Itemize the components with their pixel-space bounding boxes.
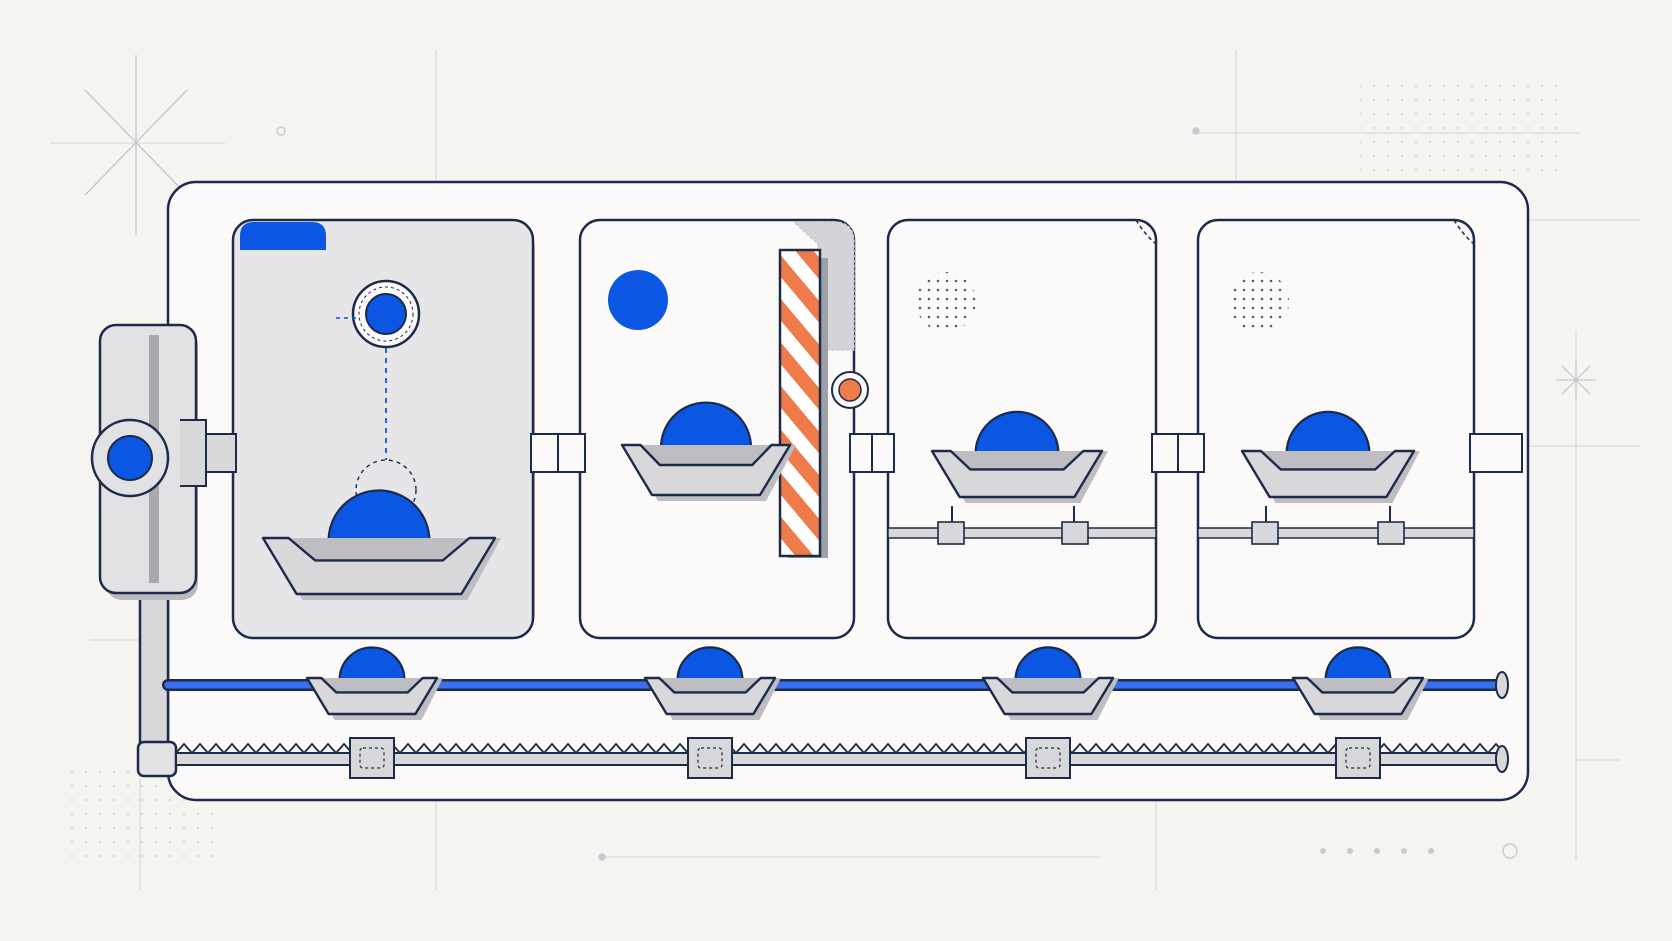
conveyor-tray-4-ball — [1324, 646, 1392, 681]
rack-carriage-4 — [1335, 737, 1381, 779]
stage-3-tray — [930, 410, 1108, 503]
stage-4-marker-dot — [1229, 272, 1289, 332]
rack-carriage-1 — [349, 737, 395, 779]
star-guide-icon — [1556, 360, 1596, 400]
stage-1-ghost-ball — [355, 459, 417, 521]
stage-2-marker-dot — [608, 270, 668, 330]
conveyor-tray-3 — [981, 646, 1119, 720]
background-markers — [276, 126, 1518, 861]
stage-2-tray — [620, 401, 796, 501]
conveyor-tray-2-ball — [676, 646, 744, 681]
stage-panel-1[interactable] — [231, 218, 535, 640]
star-guide-icon — [84, 55, 188, 235]
stage-1-dropper — [336, 279, 421, 521]
sensor-dot-icon — [831, 371, 869, 409]
conveyor-trays — [305, 646, 1429, 779]
gate-barrier-icon — [778, 221, 855, 558]
conveyor-rack-teeth — [175, 742, 1505, 755]
connector-4 — [1469, 433, 1523, 473]
conveyor — [162, 646, 1509, 779]
stage-1-tray-ball — [327, 489, 431, 542]
stage-1-source-ball — [365, 293, 407, 335]
valve-handle-icon[interactable] — [90, 323, 207, 778]
carriage-rails — [887, 506, 1475, 545]
stage-4-tray-ball — [1285, 410, 1371, 455]
conveyor-tray-2 — [643, 646, 781, 720]
stage-3-tray-ball — [974, 410, 1060, 455]
valve-ball — [107, 435, 153, 481]
stage-2-tray-ball — [659, 401, 753, 449]
conveyor-tray-1-ball — [338, 646, 406, 681]
stage-1-blue-tab — [240, 222, 326, 250]
stage-3-marker-dot — [916, 272, 976, 332]
conveyor-tray-1 — [305, 646, 443, 720]
stage-4-tray — [1240, 410, 1420, 503]
stage-1-tray — [261, 489, 501, 600]
conveyor-tray-3-ball — [1014, 646, 1082, 681]
conveyor-tray-4 — [1291, 646, 1429, 720]
rack-carriage-2 — [687, 737, 733, 779]
valve-foot — [136, 740, 178, 778]
stage-trays — [261, 401, 1420, 600]
rack-carriage-3 — [1025, 737, 1071, 779]
